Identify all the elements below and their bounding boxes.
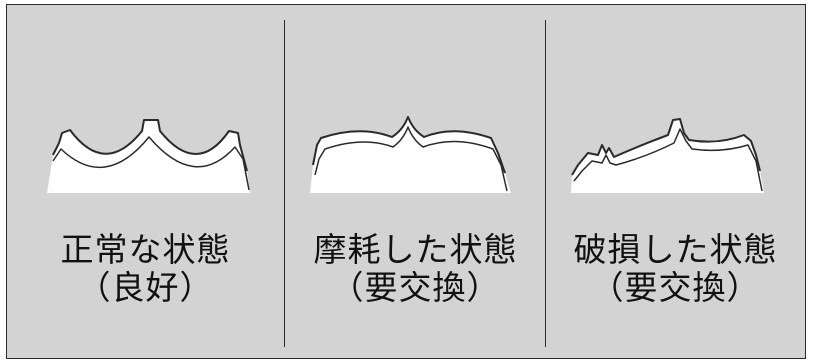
panel-subtitle: （要交換） <box>330 268 501 307</box>
panel-title: 正常な状態 <box>60 230 231 269</box>
diagram-frame: 正常な状態 （良好） 摩耗した状態 （要交換） 破損した状態 （要交換） <box>6 4 806 359</box>
panel-title: 摩耗した状態 <box>313 230 518 269</box>
panel-damaged: 破損した状態 （要交換） <box>546 5 805 358</box>
panel-divider-2 <box>545 20 546 347</box>
panel-worn: 摩耗した状態 （要交換） <box>285 5 546 358</box>
worn-blade-teeth-icon <box>310 116 511 193</box>
panel-normal: 正常な状態 （良好） <box>7 5 284 358</box>
panel-subtitle: （良好） <box>77 268 214 307</box>
panel-title: 破損した状態 <box>573 230 778 269</box>
damaged-blade-teeth-icon <box>571 118 764 193</box>
normal-blade-teeth-icon <box>47 119 250 193</box>
panel-divider-1 <box>284 20 285 347</box>
panel-subtitle: （要交換） <box>590 268 761 307</box>
